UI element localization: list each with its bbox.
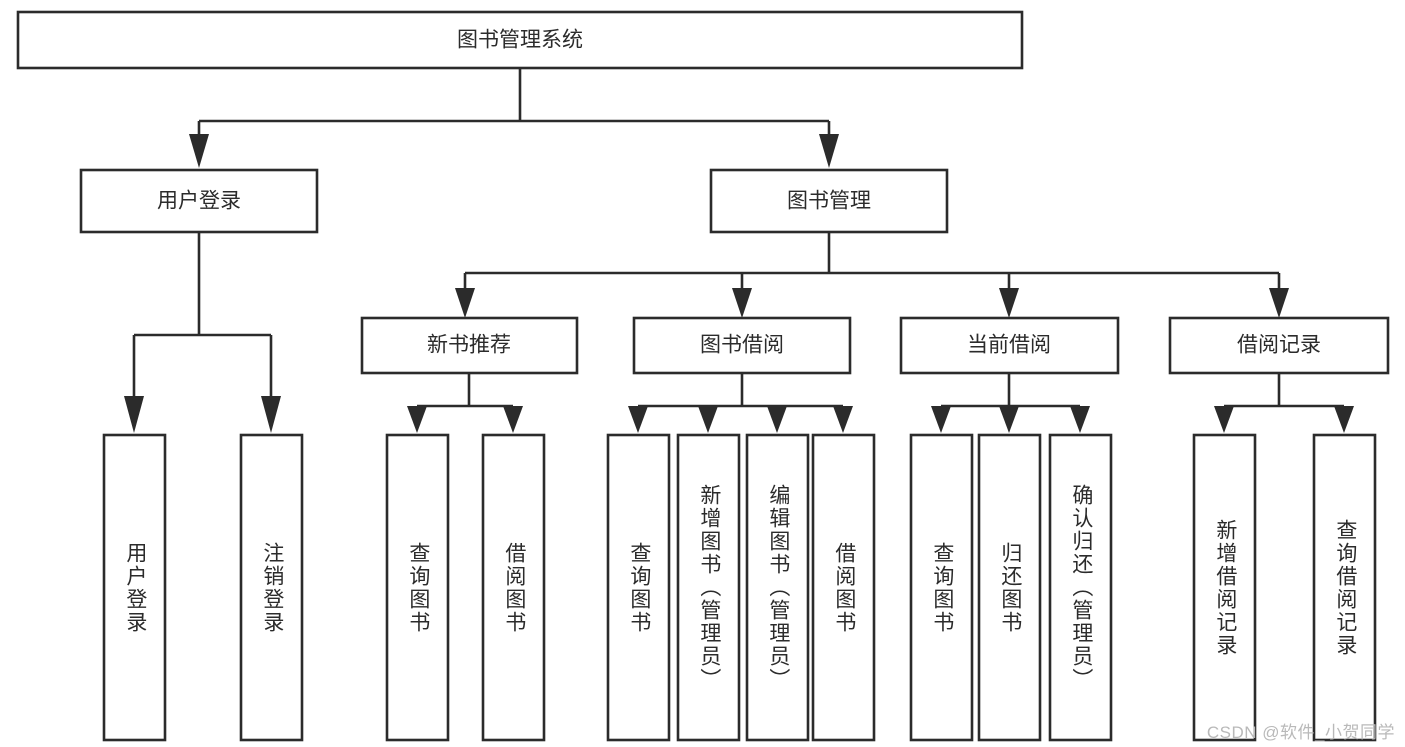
leaf-box-br-query-record[interactable] [1312,433,1377,742]
connector-group-book-manage [455,232,1289,318]
arrow-to-leaf-logout [261,396,281,433]
arrow-to-leaf-bb-1 [628,406,648,433]
node-borrow-record-label: 借阅记录 [1237,334,1321,357]
node-current-borrow[interactable] [899,316,1120,375]
leaf-box-nbr-borrow-book[interactable] [481,433,546,742]
leaf-box-bb-add-book[interactable] [676,433,741,742]
node-user-login-label: 用户登录 [157,190,241,213]
connector-group-root [189,68,839,168]
connector-group-book-borrow [628,373,853,433]
node-book-borrow[interactable] [632,316,852,375]
arrow-to-book-borrow [732,288,752,318]
leaf-box-cb-return-book[interactable] [977,433,1042,742]
leaf-box-user-login-login[interactable] [102,433,167,742]
connector-group-borrow-record [1214,373,1354,433]
node-current-borrow-label: 当前借阅 [967,334,1051,357]
arrow-to-user-login [189,134,209,168]
arrow-to-leaf-bb-2 [698,406,718,433]
arrow-to-leaf-br-2 [1334,406,1354,433]
leaf-box-bb-borrow-book[interactable] [811,433,876,742]
connector-group-new-book-recommend [407,373,523,433]
leaf-box-cb-query-book[interactable] [909,433,974,742]
arrow-to-leaf-cb-2 [999,406,1019,433]
arrow-to-leaf-cb-1 [931,406,951,433]
arrow-to-borrow-record [1269,288,1289,318]
node-root-label: 图书管理系统 [457,29,583,52]
arrow-to-leaf-cb-3 [1070,406,1090,433]
connector-group-user-login [124,232,281,433]
leaf-box-cb-confirm-return[interactable] [1048,433,1113,742]
arrow-to-leaf-bb-3 [767,406,787,433]
connector-group-current-borrow [931,373,1090,433]
arrow-to-new-book-recommend [455,288,475,318]
node-book-management-label: 图书管理 [787,190,871,213]
leaf-box-user-login-logout[interactable] [239,433,304,742]
arrow-to-leaf-nbr-1 [407,406,427,433]
leaf-box-bb-edit-book[interactable] [745,433,810,742]
node-book-borrow-label: 图书借阅 [700,334,784,357]
node-new-book-recommend-label: 新书推荐 [427,334,511,357]
node-book-management[interactable] [709,168,949,234]
leaf-box-nbr-query-book[interactable] [385,433,450,742]
leaf-box-br-add-record[interactable] [1192,433,1257,742]
arrow-to-book-manage [819,134,839,168]
arrow-to-leaf-bb-4 [833,406,853,433]
arrow-to-current-borrow [999,288,1019,318]
leaf-box-bb-query-book[interactable] [606,433,671,742]
node-root-book-management-system[interactable] [16,10,1024,70]
node-new-book-recommend[interactable] [360,316,579,375]
csdn-watermark: CSDN @软件_小贺同学 [1206,723,1395,742]
arrow-to-leaf-user-login [124,396,144,433]
node-borrow-record[interactable] [1168,316,1390,375]
arrow-to-leaf-br-1 [1214,406,1234,433]
arrow-to-leaf-nbr-2 [503,406,523,433]
node-user-login[interactable] [79,168,319,234]
